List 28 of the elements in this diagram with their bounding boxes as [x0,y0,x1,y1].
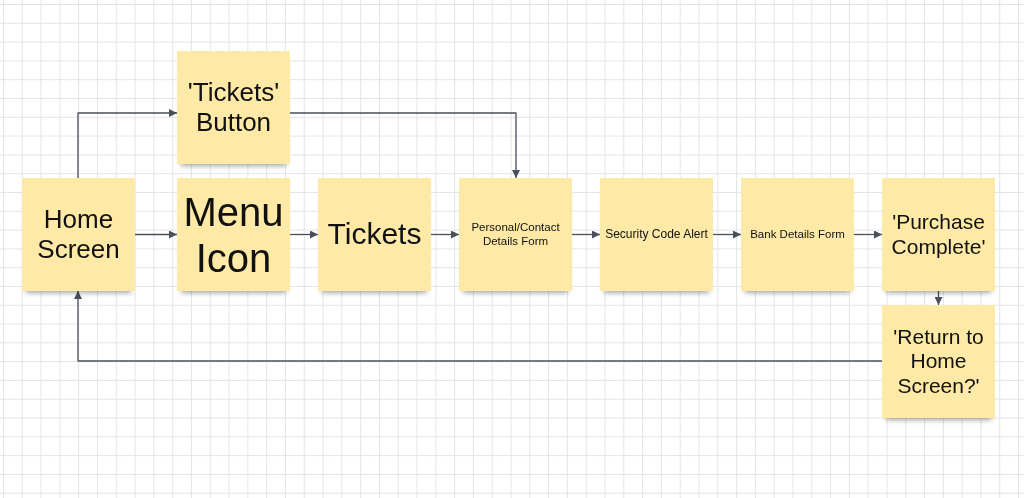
note-text: Menu Icon [182,188,285,281]
arrow [934,290,943,306]
arrow [77,109,178,179]
sticky-note [882,305,995,418]
sticky-note [22,178,135,291]
arrow [853,230,883,239]
sticky-note [600,178,713,291]
note-text: Home Screen [36,204,121,265]
note-text: Tickets [327,217,422,252]
arrow [74,290,883,362]
sticky-note [177,178,290,291]
note-text: 'Tickets' Button [186,77,281,138]
arrow [289,112,520,179]
sticky-note [318,178,431,291]
arrow [289,230,319,239]
arrow [430,230,460,239]
note-text: 'Purchase Complete' [890,210,987,259]
sticky-note [741,178,854,291]
note-text: Security Code Alert [605,227,708,242]
sticky-note [177,51,290,164]
note-text: 'Return to Home Screen?' [892,325,985,398]
note-text: Personal/Contact Details Form [470,221,561,248]
arrow [571,230,601,239]
sticky-note [882,178,995,291]
note-text: Bank Details Form [750,227,845,242]
arrow [712,230,742,239]
sticky-note [459,178,572,291]
arrow [134,230,178,239]
